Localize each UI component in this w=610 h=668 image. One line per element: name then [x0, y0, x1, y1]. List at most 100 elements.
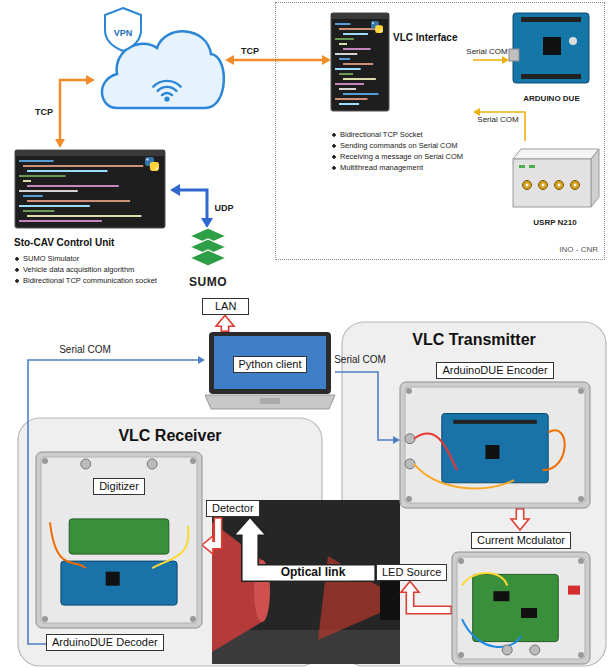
arrowhead [473, 108, 480, 116]
arrow-fill [210, 519, 218, 545]
cloud-node: VPN [95, 4, 225, 122]
vpn-shield [105, 8, 141, 51]
node-text: Sending commands on Serial COM [331, 141, 458, 150]
sma-connector [539, 181, 548, 190]
connector [28, 356, 205, 644]
connector [473, 108, 525, 141]
usrp-front [513, 159, 591, 207]
code-line [339, 43, 347, 45]
arrow-fill [410, 589, 450, 610]
software-panel: Sto-CAV Control UnitSUMO SimulatorVehicl… [12, 148, 170, 288]
code-screenshot [331, 13, 389, 111]
bnc-connector [530, 645, 540, 655]
pin-header [453, 420, 537, 424]
screw [406, 496, 412, 502]
screw [42, 616, 48, 622]
sma-connector [555, 181, 564, 190]
code-line [19, 220, 102, 222]
edge-label: TCP [239, 46, 261, 56]
connector [170, 184, 213, 228]
part-label-box: LED Source [376, 564, 447, 581]
node-text: LED Source [376, 564, 447, 581]
sma-pin [542, 184, 545, 187]
wifi-arc [153, 81, 180, 87]
connector [511, 508, 529, 530]
code-line [335, 83, 364, 85]
encoder-photo: ArduinoDUE Encoder [400, 360, 590, 508]
edge-label: Serial COM [464, 47, 509, 56]
screw [578, 388, 584, 394]
python-logo-eye [372, 22, 374, 24]
code-line [19, 190, 78, 192]
arduino-board [442, 414, 548, 483]
node-text: USRP N210 [533, 218, 576, 228]
connector [335, 372, 400, 444]
chip [493, 591, 509, 601]
arrowhead [225, 55, 234, 65]
node-text: Sto-CAV Control Unit [14, 237, 114, 249]
led-holder [380, 578, 400, 620]
wire [414, 434, 457, 471]
python-logo [375, 25, 383, 33]
node-text: VLC Interface [393, 32, 457, 44]
python-logo [150, 162, 159, 171]
sma-connector [523, 181, 532, 190]
code-line [339, 103, 359, 105]
code-line [23, 165, 143, 167]
lab-region: INO - CNR VLC InterfaceBidirectional TCP … [275, 2, 605, 260]
code-line [335, 23, 350, 25]
node-text: Detector [206, 500, 260, 517]
node-text: Bidirectional TCP Socket [331, 130, 423, 139]
chip [543, 37, 561, 55]
modulator-photo: Current Mcdulator [452, 530, 590, 664]
code-line [27, 185, 119, 187]
arrowhead [393, 436, 400, 444]
bnc-connector [405, 434, 415, 444]
node-text: Digitizer [93, 478, 145, 495]
code-line [339, 88, 356, 90]
edge-label: UDP [212, 203, 235, 213]
receiver-region: VLC ReceiverDetectorDigitizerArduinoDUE … [18, 418, 322, 666]
enclosure-inner [457, 557, 585, 659]
chip [521, 608, 537, 618]
wire [50, 522, 86, 568]
screw [578, 496, 584, 502]
node-art [452, 530, 590, 664]
arrowhead [86, 75, 95, 85]
node-art [509, 11, 594, 101]
code-line [23, 180, 31, 182]
enclosure-inner [405, 387, 585, 503]
screw [458, 558, 464, 564]
wire [462, 619, 521, 647]
code-line [335, 68, 361, 70]
screw [42, 458, 48, 464]
code-line [343, 78, 376, 80]
switch [568, 586, 580, 595]
code-line [339, 58, 350, 60]
wifi-dot [164, 96, 169, 101]
screw [190, 458, 196, 464]
simulator-logo: SUMO [180, 228, 236, 290]
wire [462, 573, 507, 586]
node-text: INO - CNR [559, 245, 598, 255]
screw [578, 652, 584, 658]
connector [401, 581, 452, 610]
edge-label: Serial COM [332, 354, 388, 366]
part-label-box: ArduinoDUE Decoder [46, 634, 164, 651]
bnc-connector [81, 459, 91, 469]
connector-line [28, 360, 199, 644]
wifi-arc [162, 93, 172, 95]
wire [414, 464, 514, 488]
region-panel [342, 322, 606, 666]
node-text: SUMO [189, 275, 227, 289]
node-text: Bidirectional TCP communication socket [14, 276, 157, 285]
laptop-screen [214, 336, 326, 389]
enclosure-inner [41, 457, 197, 623]
connector-line [179, 190, 207, 219]
sma-pin [558, 184, 561, 187]
arrowhead [55, 139, 65, 148]
pin-header [521, 17, 581, 22]
arrow-fill [222, 323, 228, 330]
code-titlebar [331, 13, 389, 19]
